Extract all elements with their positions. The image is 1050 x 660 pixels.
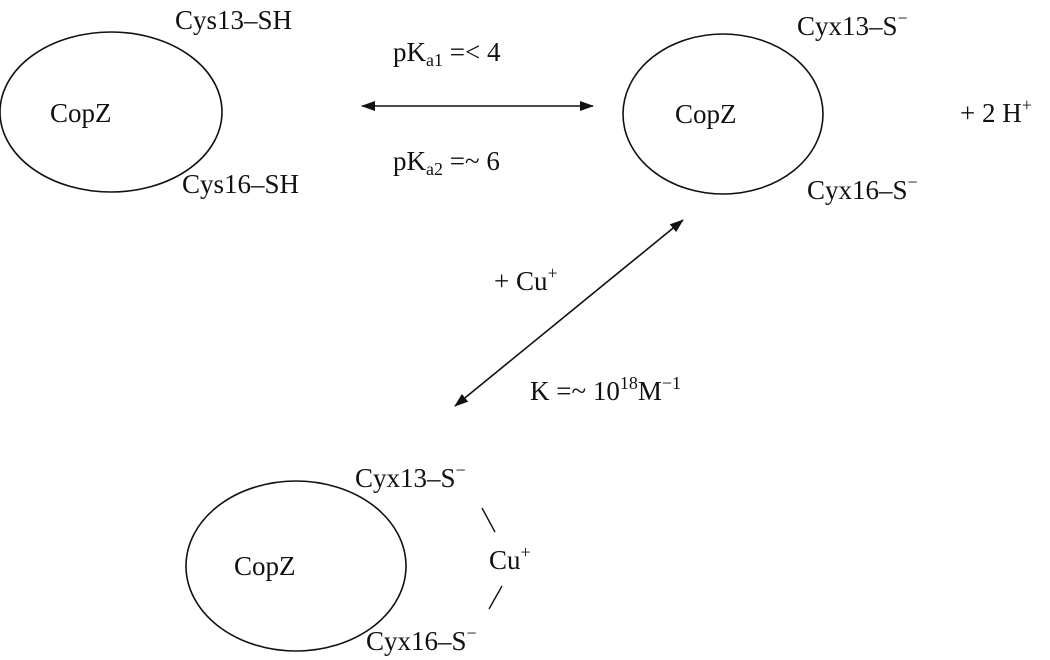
- copz-free-label: CopZ: [50, 98, 112, 128]
- copz-free-ellipse: [0, 31, 223, 193]
- protons-released-label: + 2 H+: [960, 95, 1032, 128]
- bound-copper-label: Cu+: [489, 542, 531, 575]
- cyx16-bound-label: Cyx16–S−: [366, 623, 477, 656]
- pka2-label: pKa2 =~ 6: [393, 146, 500, 179]
- cyx13-bound-label: Cyx13–S−: [355, 460, 466, 493]
- copz-bound-ellipse: [185, 480, 407, 652]
- cu-bond-top: [481, 507, 496, 533]
- pka1-label: pKa1 =< 4: [393, 37, 501, 70]
- copz-deprotonated-label: CopZ: [675, 99, 737, 129]
- copper-reagent-label: + Cu+: [494, 263, 558, 296]
- binding-constant-label: K =~ 1018M−1: [530, 373, 682, 406]
- cys13-sh-label: Cys13–SH: [175, 5, 293, 35]
- cyx16-thiolate-label: Cyx16–S−: [807, 172, 918, 205]
- cu-bond-bottom: [488, 585, 503, 610]
- copper-binding-equilibrium-arrow: [454, 219, 684, 407]
- cyx13-thiolate-label: Cyx13–S−: [797, 8, 908, 41]
- copz-bound-label: CopZ: [234, 551, 296, 581]
- copz-deprotonated-ellipse: [622, 33, 824, 195]
- cys16-sh-label: Cys16–SH: [182, 169, 300, 199]
